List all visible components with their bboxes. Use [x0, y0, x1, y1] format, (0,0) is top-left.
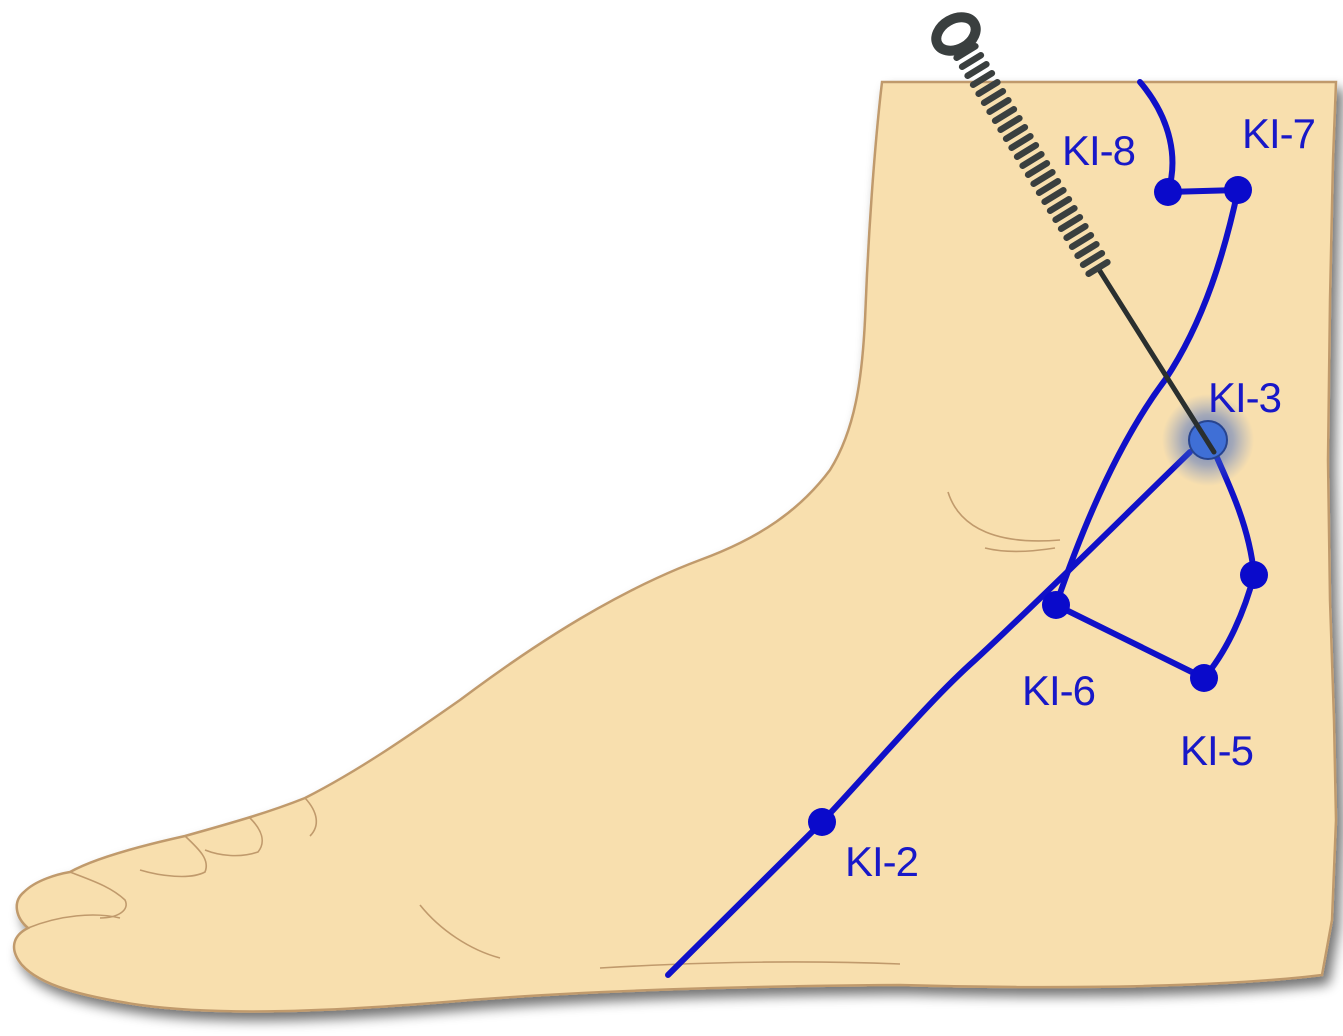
label-ki8: KI-8 — [1062, 127, 1135, 174]
point-unlabeled[interactable] — [1240, 561, 1268, 589]
label-ki6: KI-6 — [1022, 667, 1095, 714]
needle-coil-segment — [968, 64, 987, 75]
label-ki5: KI-5 — [1180, 727, 1253, 774]
label-ki2: KI-2 — [845, 838, 918, 885]
point-ki6[interactable] — [1042, 591, 1070, 619]
point-ki2[interactable] — [808, 808, 836, 836]
foot-body — [14, 82, 1336, 1011]
label-ki7: KI-7 — [1242, 110, 1315, 157]
foot-illustration — [14, 82, 1336, 1011]
needle-coil-segment — [962, 55, 981, 66]
point-ki7[interactable] — [1224, 176, 1252, 204]
point-ki5[interactable] — [1190, 664, 1218, 692]
point-ki8[interactable] — [1154, 178, 1182, 206]
label-ki3: KI-3 — [1208, 374, 1281, 421]
